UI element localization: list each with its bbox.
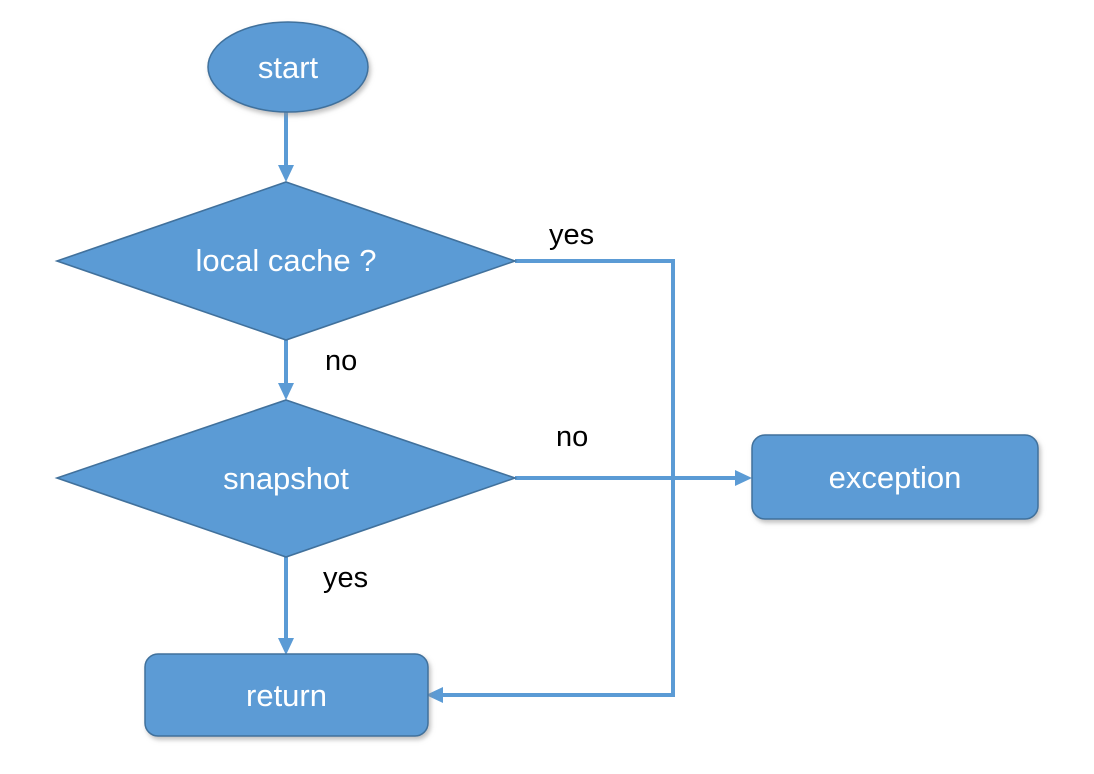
node-exception[interactable] (751, 434, 1039, 520)
edge-label-local-cache-yes: yes (549, 219, 595, 251)
node-start[interactable] (207, 21, 369, 113)
edge-label-snapshot-no: no (556, 421, 589, 453)
node-return[interactable] (144, 653, 429, 737)
edge-snapshot-no-to-exception (515, 470, 752, 486)
edge-start-to-local-cache (278, 112, 294, 182)
node-snapshot[interactable] (54, 399, 518, 558)
node-local-cache[interactable] (54, 181, 518, 341)
edge-label-local-cache-no: no (325, 345, 358, 377)
edge-label-snapshot-yes: yes (323, 562, 369, 594)
edge-snapshot-yes-to-return (278, 557, 294, 655)
edge-local-cache-no-to-snapshot (278, 340, 294, 400)
